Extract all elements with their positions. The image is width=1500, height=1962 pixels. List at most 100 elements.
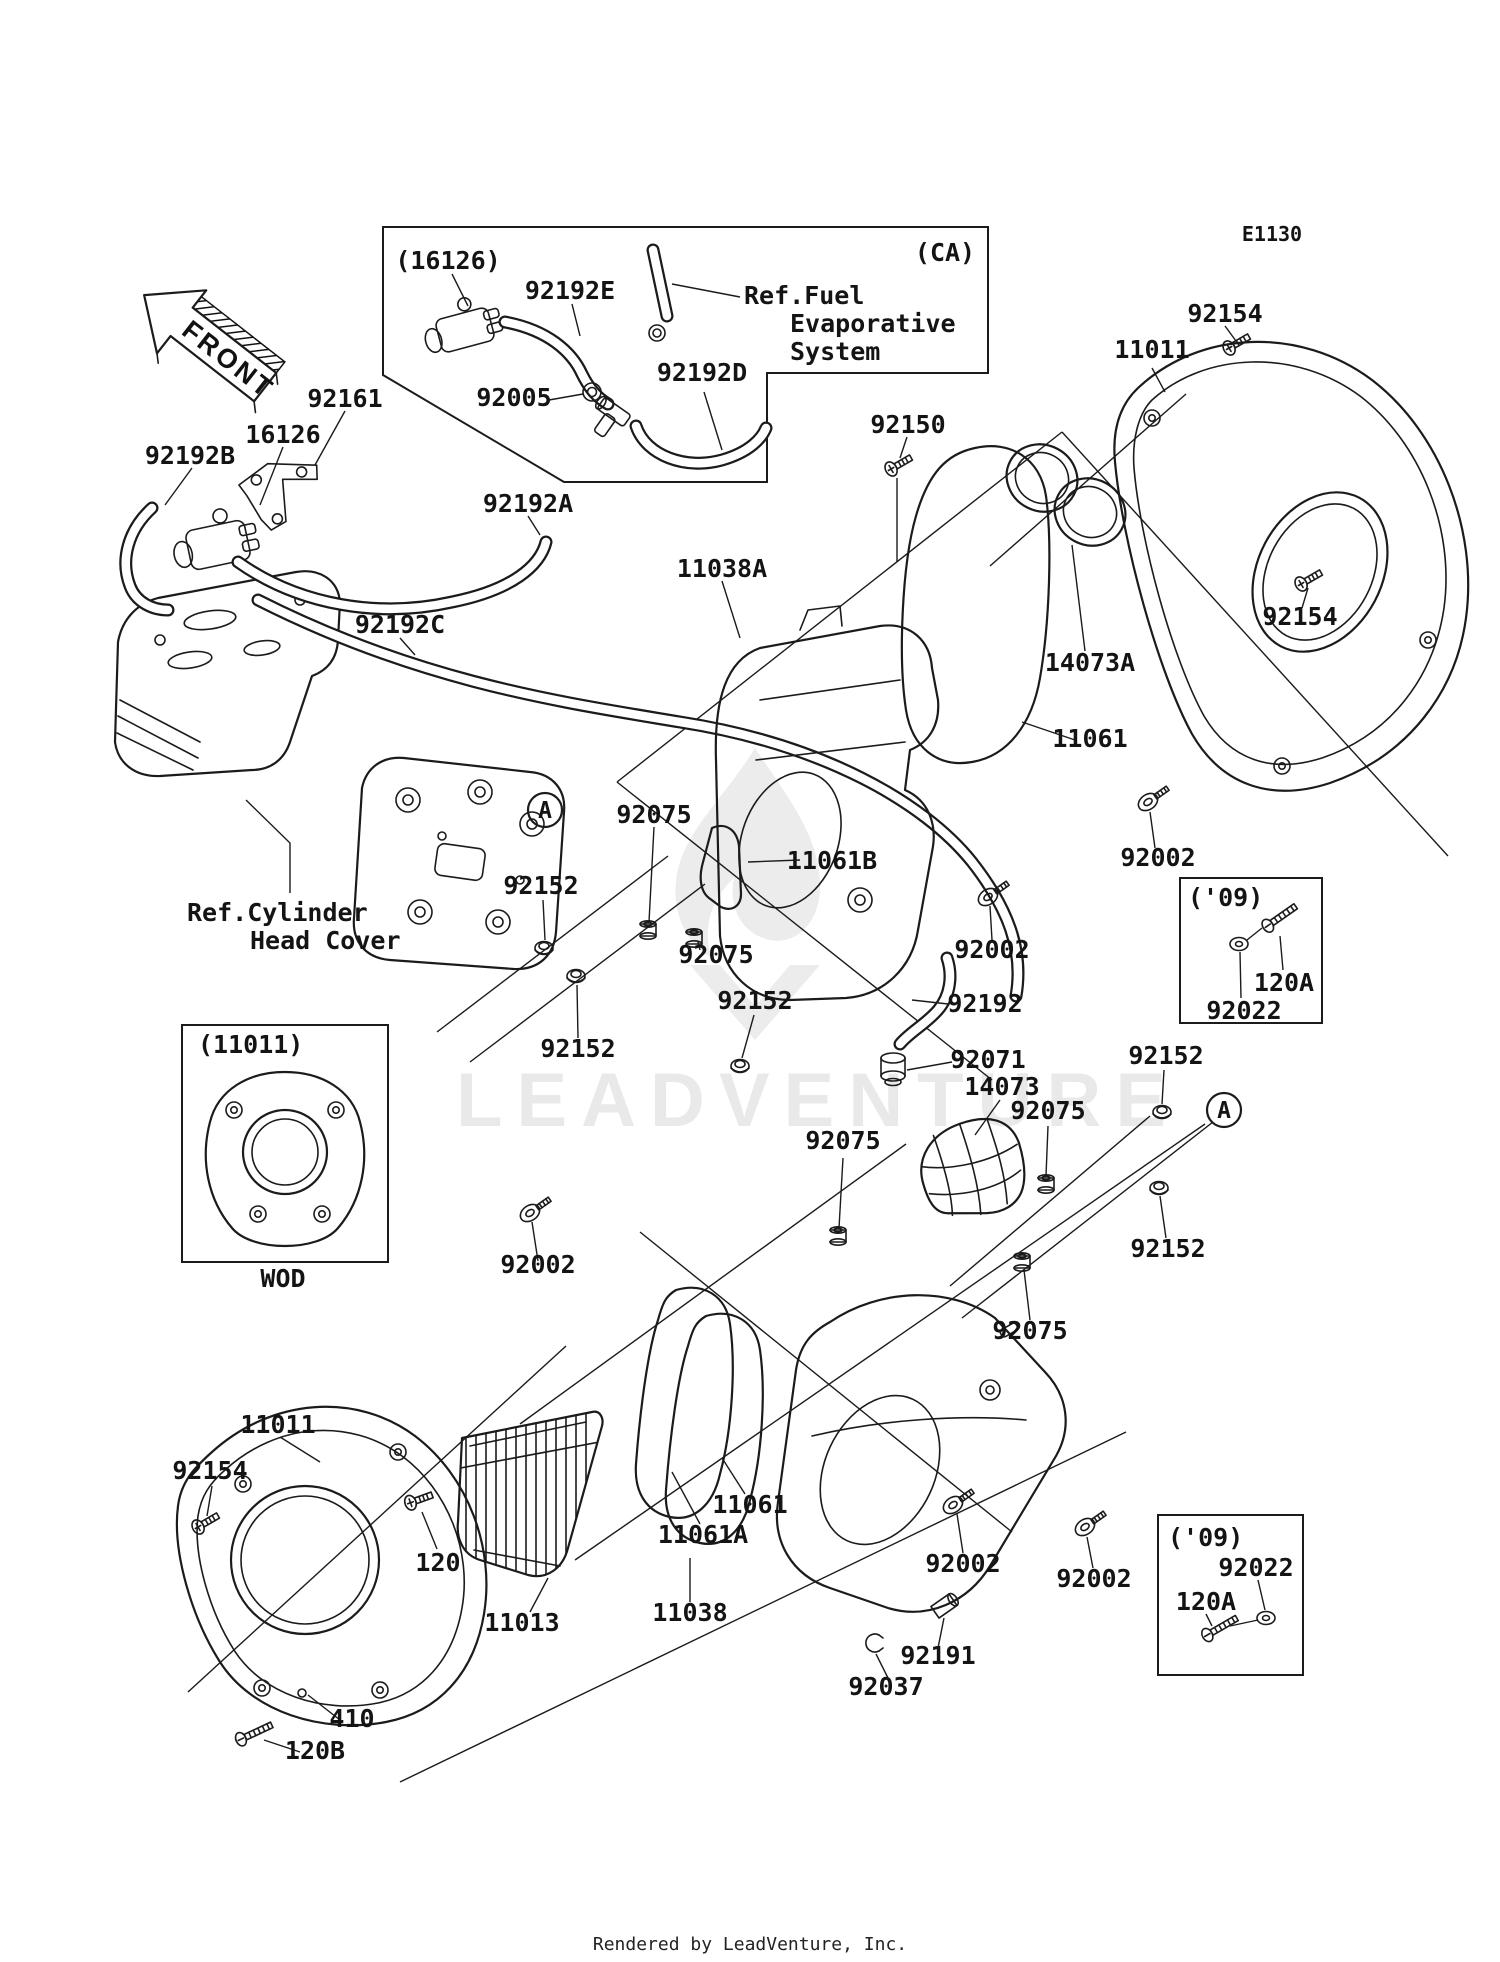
damper-92075-5 [1013, 1252, 1031, 1272]
intake-funnels-14073A [1005, 443, 1127, 547]
label-92002-3: 92002 [500, 1250, 575, 1279]
label-92192E: 92192E [525, 276, 615, 305]
label-120: 120 [415, 1548, 460, 1577]
cylinder-head-cover-upper [113, 570, 342, 778]
nut-92152-5 [1149, 1180, 1169, 1196]
label-92075-5: 92075 [992, 1316, 1067, 1345]
label-92192D: 92192D [657, 358, 747, 387]
label-ref-head-1: Ref.Cylinder [187, 898, 368, 927]
label-11013: 11013 [484, 1608, 559, 1637]
gasket-11061-lower [634, 1286, 734, 1519]
label-92075-3: 92075 [805, 1126, 880, 1155]
leader-lines [164, 273, 1309, 1753]
label-11038: 11038 [652, 1598, 727, 1627]
air-cleaner-housing-upper-11038A [714, 605, 940, 1002]
gasket-11061A-lower [664, 1312, 764, 1545]
damper-92075-4 [1037, 1174, 1055, 1194]
label-11011-inset: (11011) [198, 1030, 303, 1059]
label-11061A: 11061A [658, 1520, 748, 1549]
label-92154-bottom: 92154 [172, 1456, 247, 1485]
label-92075-1: 92075 [616, 800, 691, 829]
label-11061-lower: 11061 [712, 1490, 787, 1519]
label-ref-head-2: Head Cover [250, 926, 401, 955]
collar-92191 [930, 1592, 959, 1619]
label-92037: 92037 [848, 1672, 923, 1701]
label-120A-1: 120A [1254, 968, 1314, 997]
label-92150: 92150 [870, 410, 945, 439]
screw-92154-bottom [188, 1508, 223, 1538]
screw-92002-1 [1134, 781, 1173, 815]
breather-hose-92192 [893, 951, 957, 1051]
label-92002-2: 92002 [954, 935, 1029, 964]
label-92152-5: 92152 [1130, 1234, 1205, 1263]
nut-92152-1 [534, 940, 554, 956]
damper-92075-1 [639, 919, 657, 941]
vacuum-valve-16126 [173, 508, 260, 571]
label-92152-4: 92152 [1128, 1041, 1203, 1070]
air-cleaner-housing-lower-11038 [775, 1294, 1067, 1613]
year09-inset-box-2 [1157, 1514, 1304, 1676]
label-11011-bottom: 11011 [240, 1410, 315, 1439]
grommet-92071 [880, 1052, 906, 1087]
gasket-11061-upper [900, 445, 1051, 765]
pin-410 [297, 1688, 307, 1698]
label-92152-1: 92152 [503, 871, 578, 900]
label-11061-upper: 11061 [1052, 724, 1127, 753]
footer-credit: Rendered by LeadVenture, Inc. [593, 1934, 907, 1955]
screw-92002-5 [1071, 1506, 1110, 1540]
label-92002-5: 92002 [1056, 1564, 1131, 1593]
label-92152-3: 92152 [717, 986, 792, 1015]
alt-cover-wod-drawing [204, 1070, 366, 1248]
label-92192B: 92192B [145, 441, 235, 470]
label-14073A: 14073A [1045, 648, 1135, 677]
detail-marker-a-2: A [1205, 1091, 1243, 1129]
clamp-92037 [865, 1633, 884, 1653]
air-cleaner-cover-bottom-11011 [175, 1405, 488, 1727]
label-120B: 120B [285, 1736, 345, 1765]
label-92005: 92005 [476, 383, 551, 412]
label-ca: (CA) [915, 238, 975, 267]
label-92161: 92161 [307, 384, 382, 413]
label-diagram-code: E1130 [1242, 222, 1302, 246]
alt-cover-inset-box [181, 1024, 389, 1263]
year09-inset-box-1 [1179, 877, 1323, 1024]
filter-element-11013 [456, 1410, 604, 1578]
label-92154-top: 92154 [1187, 299, 1262, 328]
label-92002-1: 92002 [1120, 843, 1195, 872]
detail-marker-a-1: A [526, 791, 564, 829]
label-ref-fuel-2: Evaporative [790, 309, 956, 338]
label-92022-2: 92022 [1218, 1553, 1293, 1582]
screw-92154-right [1291, 565, 1326, 595]
bracket-92161 [238, 462, 318, 531]
screw-92150 [881, 450, 916, 480]
evap-valve [424, 296, 504, 354]
label-92192: 92192 [947, 989, 1022, 1018]
label-92192C: 92192C [355, 610, 445, 639]
front-arrow: FRONT [143, 289, 286, 414]
label-92022-1: 92022 [1206, 996, 1281, 1025]
label-92075-4: 92075 [1010, 1096, 1085, 1125]
v-watermark-icon [690, 965, 820, 1040]
label-year09-2: ('09) [1168, 1523, 1243, 1552]
label-92152-2: 92152 [540, 1034, 615, 1063]
label-16126: 16126 [245, 420, 320, 449]
label-120A-2: 120A [1176, 1587, 1236, 1616]
year09-inset-2-parts [1198, 1610, 1276, 1645]
nut-92152-2 [566, 968, 586, 984]
fasteners [188, 329, 1326, 1749]
air-cleaner-cover-upper-11011 [1113, 340, 1470, 792]
label-92192A: 92192A [483, 489, 573, 518]
label-wod: WOD [260, 1264, 305, 1293]
label-ref-fuel-3: System [790, 337, 880, 366]
label-ref-fuel-1: Ref.Fuel [744, 281, 864, 310]
year09-inset-1-parts [1229, 899, 1301, 952]
label-410: 410 [329, 1704, 374, 1733]
label-year09-1: ('09) [1188, 883, 1263, 912]
part-labels: (16126) 92192E (CA) Ref.Fuel Evaporative… [145, 222, 1338, 1765]
screw-92002-3 [516, 1192, 555, 1226]
leadventure-watermark: LEADVENTURE [456, 748, 1166, 1143]
detail-marker-a-1-label: A [538, 798, 552, 824]
detail-marker-a-2-label: A [1217, 1098, 1231, 1124]
label-11038A: 11038A [677, 554, 767, 583]
label-92071: 92071 [950, 1045, 1025, 1074]
